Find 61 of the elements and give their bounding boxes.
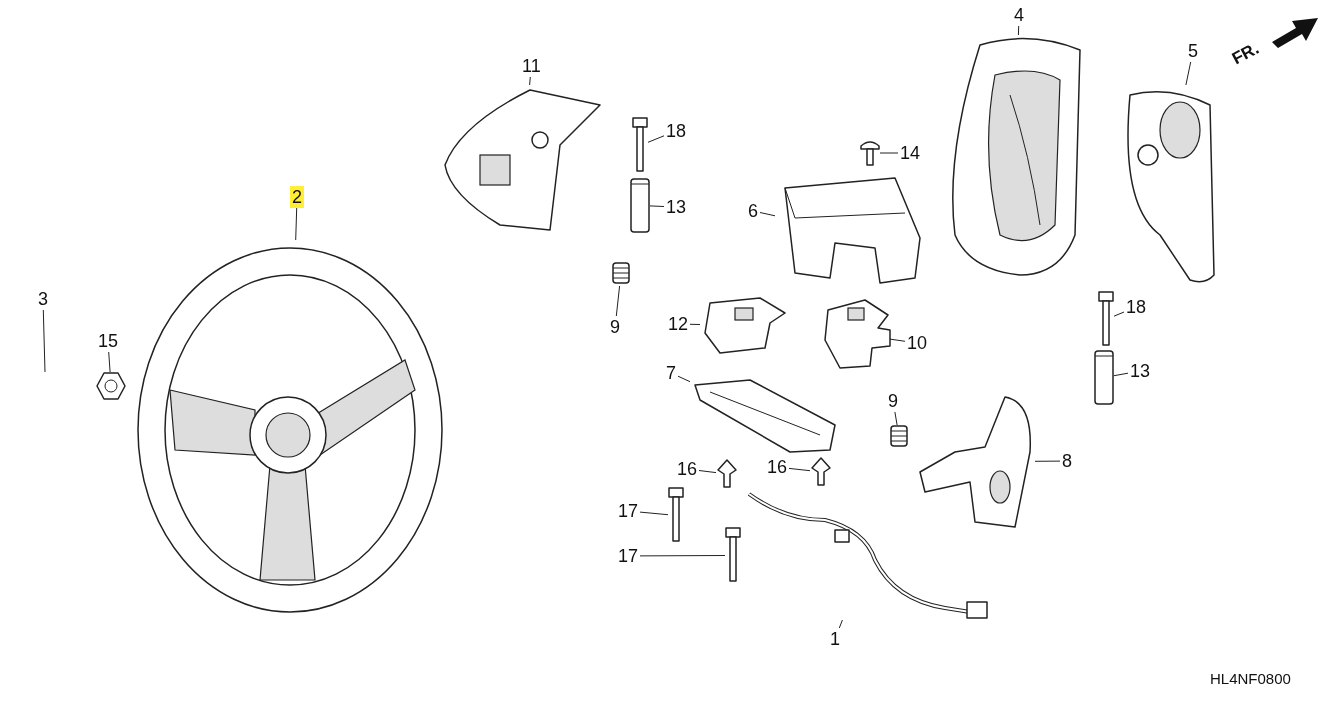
leader-line (788, 467, 811, 472)
callout-number: 15 (96, 330, 121, 352)
leader-line (1017, 25, 1020, 36)
callout-number: 18 (664, 120, 689, 142)
direction-label: FR. (1228, 38, 1263, 70)
spring-drawing (612, 262, 630, 286)
callout-number: 6 (746, 200, 760, 222)
nut-drawing (96, 372, 126, 400)
callout-number: 8 (1060, 450, 1074, 472)
leader-line (1185, 61, 1192, 86)
leader-line (1034, 460, 1061, 462)
leader-line (677, 375, 691, 383)
callout-number: 14 (898, 142, 923, 164)
callout-number: 16 (675, 458, 700, 480)
leader-line (529, 76, 531, 86)
drawing-code: HL4NF0800 (1210, 670, 1291, 687)
bolt-drawing (668, 488, 684, 543)
callout-number: 16 (765, 456, 790, 478)
leader-line (649, 205, 665, 207)
leader-line (689, 323, 701, 325)
leader-line (698, 470, 717, 474)
leader-line (639, 555, 726, 557)
callout-number: 9 (886, 390, 900, 412)
bolt-drawing (632, 118, 648, 173)
callout-number: 17 (616, 545, 641, 567)
callout-number: 2 (290, 186, 304, 208)
clip-drawing (716, 460, 738, 488)
leader-line (42, 309, 46, 373)
callout-number: 12 (666, 313, 691, 335)
leader-line (108, 351, 111, 373)
callout-number: 13 (1128, 360, 1153, 382)
leader-line (295, 207, 298, 241)
collar-drawing (1094, 350, 1114, 405)
callout-number: 1 (828, 628, 842, 650)
callout-number: 3 (36, 288, 50, 310)
leader-line (838, 619, 843, 629)
leader-line (615, 285, 621, 317)
callout-number: 5 (1186, 40, 1200, 62)
leader-line (889, 338, 906, 342)
callout-number: 17 (616, 500, 641, 522)
clip-drawing (810, 458, 832, 486)
leader-line (879, 152, 899, 154)
callout-number: 10 (905, 332, 930, 354)
callout-number: 18 (1124, 296, 1149, 318)
leader-line (759, 212, 776, 217)
screw-drawing (860, 140, 880, 166)
leader-line (639, 511, 669, 516)
leader-line (647, 135, 665, 143)
spring-drawing (890, 425, 908, 447)
bolt-drawing (1098, 292, 1114, 347)
callout-number: 11 (520, 55, 543, 77)
collar-drawing (630, 178, 650, 233)
callout-number: 4 (1012, 4, 1026, 26)
callout-number: 7 (664, 362, 678, 384)
callout-number: 9 (608, 316, 622, 338)
callout-number: 13 (664, 196, 689, 218)
leader-line (1113, 311, 1125, 317)
wire-harness-drawing (745, 490, 990, 620)
leader-line (1113, 372, 1129, 377)
leader-line (894, 411, 898, 426)
bolt-drawing (725, 528, 741, 583)
